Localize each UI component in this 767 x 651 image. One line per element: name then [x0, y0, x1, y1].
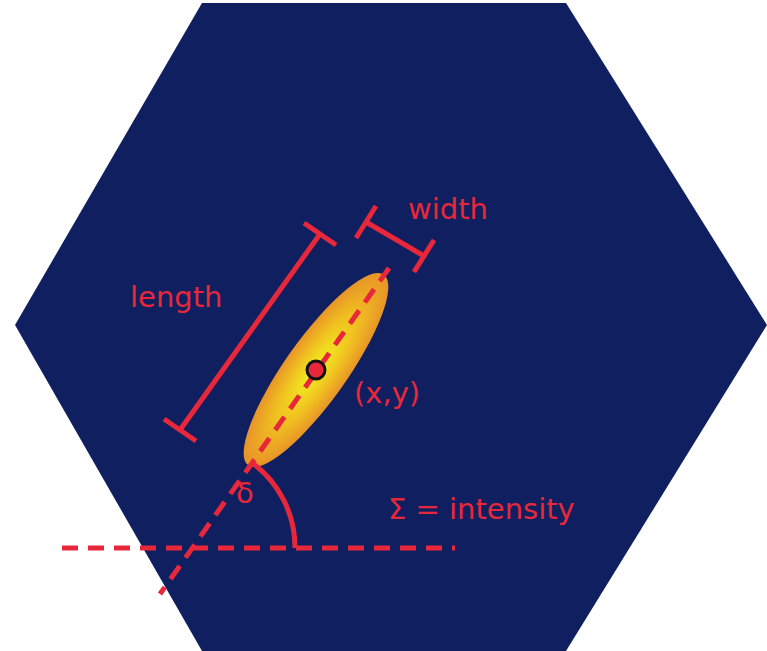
diagram-label: length — [130, 282, 222, 314]
diagram-label: δ — [236, 478, 254, 510]
major-axis — [160, 268, 389, 594]
hillas-ellipse — [223, 257, 409, 484]
center-point — [307, 361, 325, 379]
hexagon-pixel — [15, 3, 767, 651]
diagram-label: (x,y) — [354, 378, 420, 410]
angle-arc — [251, 462, 295, 548]
horizontal-reference — [62, 546, 455, 551]
diagram-label: width — [408, 194, 488, 226]
diagram-label: Σ = intensity — [388, 494, 575, 526]
length-bracket — [164, 223, 336, 441]
